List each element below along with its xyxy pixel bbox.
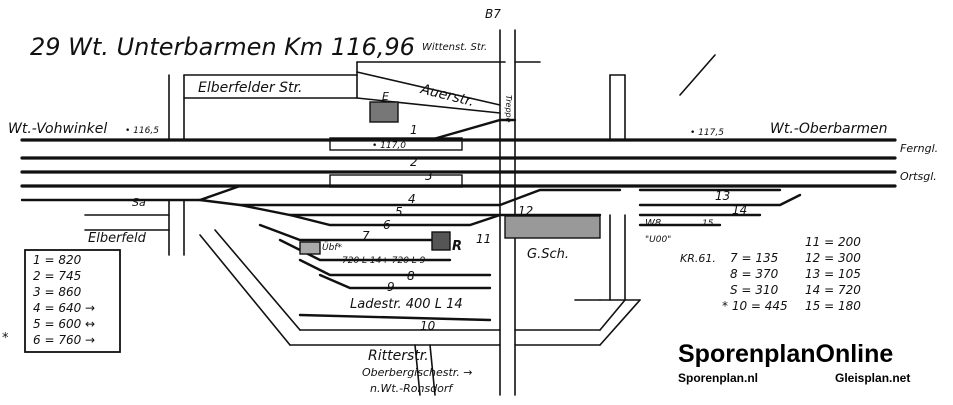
loading-ramp: [299, 241, 321, 255]
legend-left-1: 1 = 820: [33, 253, 82, 267]
street-elberfelder: Elberfelder Str.: [198, 80, 302, 96]
track-6-label: 6: [383, 218, 391, 232]
track-11-label: 11: [476, 232, 491, 246]
legend-right-c2-1: 11 = 200: [805, 235, 861, 249]
station-west-km: • 116,5: [125, 126, 159, 136]
stairs-label: Treppe: [504, 95, 513, 123]
street-outlines: [84, 29, 641, 396]
legend-left-6: 6 = 760 →: [33, 333, 95, 347]
station-building: [369, 101, 399, 123]
station-east-km: • 117,5: [690, 128, 724, 138]
plan-title: 29 Wt. Unterbarmen Km 116,96: [30, 33, 415, 61]
ubf-label: Übf*: [322, 242, 342, 253]
bridge-ref: B7: [485, 7, 501, 21]
station-building-label: E: [382, 90, 389, 103]
plan-title-sub: Wittenst. Str.: [422, 42, 487, 53]
ferngl-label: Ferngl.: [900, 142, 938, 155]
station-elberfeld: Elberfeld: [88, 231, 147, 246]
legend-left-2: 2 = 745: [33, 269, 81, 283]
track-7-label: 7: [362, 229, 370, 243]
legend-left-3: 3 = 860: [33, 285, 82, 299]
legend-right-c1-3: S = 310: [730, 283, 779, 297]
u00-label: "U00": [645, 235, 671, 245]
w8-label: W8: [645, 218, 661, 229]
street-ladestr: Ladestr. 400 L 14: [350, 297, 463, 312]
track-3-label: 3: [425, 169, 433, 183]
track-4-label: 4: [408, 192, 416, 206]
legend-right-c2-4: 14 = 720: [805, 283, 861, 297]
station-east: Wt.-Oberbarmen: [770, 121, 887, 137]
main-tracks: [20, 138, 897, 188]
track-13-label: 13: [715, 189, 730, 203]
siding-sa-label: Sa: [132, 196, 146, 209]
legend-right-c1-2: 8 = 370: [730, 267, 779, 281]
legend-box: [24, 249, 121, 353]
siding-length-label: 720 L 14+ 720 L 9: [342, 256, 426, 266]
track-15-label: 15: [702, 219, 714, 229]
ramp-r: [431, 231, 451, 251]
north-arrow: [679, 54, 716, 96]
platform-1: [329, 137, 463, 151]
asterisk-note: *: [2, 331, 9, 346]
station-west: Wt.-Vohwinkel: [8, 121, 107, 137]
ramp-r-label: R: [452, 239, 462, 254]
track-5-label: 5: [395, 205, 403, 219]
street-ritter: Ritterstr.: [368, 348, 429, 364]
platform-km: • 117,0: [372, 141, 406, 151]
legend-left-4: 4 = 640 →: [33, 301, 95, 315]
brand-site-1: Sporenplan.nl: [678, 371, 758, 385]
brand-site-2: Gleisplan.net: [835, 371, 910, 385]
legend-right-c1-4: * 10 = 445: [722, 299, 788, 313]
legend-right-c2-3: 13 = 105: [805, 267, 861, 281]
street-ronsdorf: n.Wt.-Ronsdorf: [370, 382, 454, 395]
track-10-label: 10: [420, 319, 436, 333]
track-8-label: 8: [407, 269, 415, 283]
legend-right-c2-2: 12 = 300: [805, 251, 861, 265]
yard-tracks: [20, 118, 802, 322]
legend-right-prefix: KR.61.: [680, 252, 716, 265]
track-14-label: 14: [732, 203, 747, 217]
brand-name: SporenplanOnline: [678, 340, 893, 368]
goods-shed: [504, 215, 601, 239]
track-12-label: 12: [518, 204, 533, 218]
street-oberbergische: Oberbergischestr. →: [362, 366, 473, 379]
ortsgl-label: Ortsgl.: [900, 170, 937, 183]
track-1-label: 1: [410, 123, 418, 137]
goods-shed-label: G.Sch.: [527, 247, 569, 262]
legend-right-c1-1: 7 = 135: [730, 251, 778, 265]
legend-right-c2-5: 15 = 180: [805, 299, 861, 313]
track-9-label: 9: [387, 280, 395, 294]
legend-left-5: 5 = 600 ↔: [33, 317, 95, 331]
track-2-label: 2: [410, 155, 418, 169]
